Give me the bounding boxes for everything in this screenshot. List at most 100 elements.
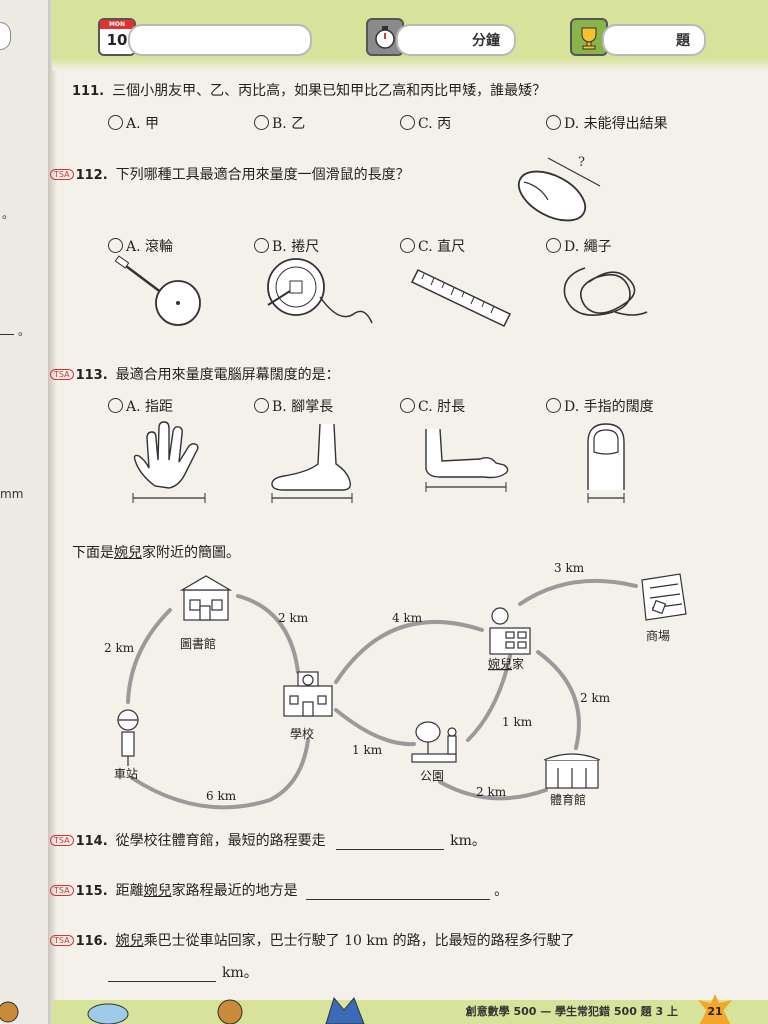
map-intro-name: 婉兒 [114,545,142,561]
label-home: 婉兒家 [488,656,524,671]
tape-measure-icon [267,258,373,324]
option-112-a[interactable]: A. 滾輪 [108,236,173,256]
calendar-month: MON [100,20,134,29]
label-home-name: 婉兒 [488,656,512,671]
minutes-field[interactable]: 分鐘 [396,24,516,56]
dist-park-gym: 2 km [476,785,507,799]
question-text: 下列哪種工具最適合用來量度一個滑鼠的長度？ [115,167,410,183]
option-111-b[interactable]: B. 乙 [254,113,305,133]
dist-home-gym: 2 km [580,691,611,705]
question-116-answer-line: km。 [108,962,258,982]
radio-button[interactable] [254,238,269,253]
option-label: B. 乙 [272,116,306,132]
label-school: 學校 [290,726,314,741]
option-111-d[interactable]: D. 未能得出結果 [546,113,668,133]
option-111-c[interactable]: C. 丙 [400,113,451,133]
radio-button[interactable] [546,115,561,130]
option-label: A. 指距 [126,399,174,415]
facing-page-dot: 。 [18,324,31,338]
dist-school-park: 1 km [352,743,383,757]
mascot-icon [325,996,365,1024]
question-text: 三個小朋友甲、乙、丙比高，如果已知甲比乙高和丙比甲矮，誰最矮？ [112,83,547,99]
map-intro-pre: 下面是 [72,545,114,561]
questions-label: 題 [676,33,690,49]
road-library-school [236,594,300,674]
label-gym: 體育館 [550,792,586,807]
question-number: 111. [72,84,105,99]
radio-button[interactable] [546,238,561,253]
page-number: 21 [707,1005,723,1018]
option-label: D. 繩子 [564,239,612,255]
answer-115-blank[interactable] [306,883,491,900]
option-112-b[interactable]: B. 捲尺 [254,236,319,256]
question-name: 婉兒 [115,933,144,949]
home-icon [489,607,531,655]
radio-button[interactable] [254,398,269,413]
radio-button[interactable] [108,398,123,413]
radio-button[interactable] [254,115,269,130]
question-unit: km。 [222,965,258,981]
road-school-home [334,620,484,684]
dist-home-mall: 3 km [554,561,585,575]
page-number-badge: 21 [698,994,732,1024]
option-113-a[interactable]: A. 指距 [108,396,173,416]
answer-114-blank[interactable] [336,833,445,850]
radio-button[interactable] [108,238,123,253]
dist-park-home: 1 km [502,715,533,729]
question-end: 。 [494,883,509,899]
minutes-label: 分鐘 [472,33,500,49]
option-label: C. 丙 [418,116,452,132]
footer-band: 創意數學 500 — 學生常犯錯 500 題 3 上 21 [0,994,768,1024]
radio-button[interactable] [546,398,561,413]
dist-school-home: 4 km [392,611,423,625]
road-park-gym [438,780,548,801]
option-label: D. 手指的闊度 [564,399,654,415]
mall-icon [641,573,687,621]
question-number: 112. [75,168,108,183]
mouse-question-mark: ? [578,155,585,170]
tsa-badge: TSA [50,369,74,380]
question-number: 115. [75,884,108,899]
option-113-c[interactable]: C. 肘長 [400,396,465,416]
option-label: B. 捲尺 [272,239,320,255]
ruler-icon [410,269,512,327]
question-number: 116. [75,934,108,949]
facing-page-pill [0,22,11,50]
mascot-strip [0,999,243,1024]
facing-page-dot: 。 [2,207,15,221]
dist-station-library: 2 km [104,641,135,655]
radio-button[interactable] [400,398,415,413]
calendar-day: 10 [106,31,128,49]
tsa-badge: TSA [50,885,74,896]
trundle-wheel-icon [114,255,201,326]
option-112-d[interactable]: D. 繩子 [546,236,612,256]
questions-field[interactable]: 題 [602,24,706,56]
facing-page-unit: mm [0,487,24,501]
option-112-c[interactable]: C. 直尺 [400,236,465,256]
radio-button[interactable] [400,115,415,130]
date-field[interactable] [128,24,312,56]
road-station-library [126,608,172,704]
label-library: 圖書館 [180,636,216,651]
label-station: 車站 [114,767,138,781]
tsa-badge: TSA [50,169,74,180]
road-park-home [466,654,512,742]
option-113-d[interactable]: D. 手指的闊度 [546,396,654,416]
option-label: A. 甲 [126,116,160,132]
option-111-a[interactable]: A. 甲 [108,113,159,133]
question-name: 婉兒 [143,883,172,899]
radio-button[interactable] [400,238,415,253]
answer-116-blank[interactable] [108,965,216,982]
question-text: 最適合用來量度電腦屏幕闊度的是： [115,367,340,383]
option-113-b[interactable]: B. 腳掌長 [254,396,333,416]
bus-stop-icon [117,709,139,766]
road-station-school [130,738,310,810]
road-home-mall [518,578,638,606]
trophy-icon [570,18,608,56]
hand-span-icon [132,421,206,503]
road-home-gym [536,650,581,750]
radio-button[interactable] [108,115,123,130]
label-home-suffix: 家 [512,656,524,671]
